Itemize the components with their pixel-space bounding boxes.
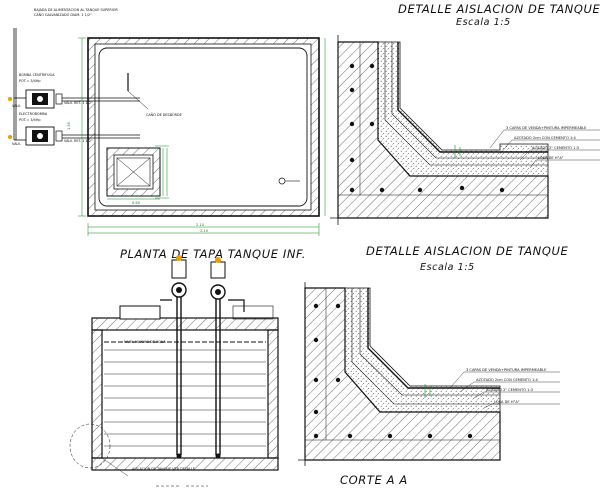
insulation-layer-bottom: [344, 287, 501, 413]
layer-1-label-bottom: 3 CAPAS DE VENDA+PINTURA IMPERMEABLE: [466, 368, 547, 372]
section-pump-heads: [160, 255, 245, 312]
section-top-slab: [91, 317, 279, 331]
check-valve-label-2: VALV. RET. 1 1/2": [64, 139, 93, 143]
dim-plan-width: 2.10: [196, 223, 205, 227]
pump-1-symbol: [8, 89, 55, 109]
float-valve: [127, 73, 300, 185]
supply-pipes: [13, 28, 140, 141]
suction-pipes: [176, 292, 221, 455]
dim-plan-height: 1.50: [67, 121, 71, 130]
pump-2-label: ELECTROBOMBA: [19, 112, 48, 116]
float-label: CAÑO DE DESBORDE: [146, 112, 182, 117]
rebars-bottom: [313, 303, 473, 439]
plan-view: BAJADA DE ALIMENTACION AL TANQUE SUPERIO…: [8, 8, 326, 261]
pipe-note: BAJADA DE ALIMENTACION AL TANQUE SUPERIO…: [34, 8, 118, 12]
water-level-label: NIVEL MAXIMO DE AGUA: [124, 340, 166, 344]
layer-3-label-bottom: ALISADO 2" CEMENTO 1:3: [486, 388, 533, 392]
layer-2-label: AZOTADO 2cm CON CEMENTO 1:4: [514, 136, 576, 140]
insulation-detail-top: DETALLE AISLACION DE TANQUE Escala 1:5: [330, 2, 601, 225]
valve-label-2: VALV.: [12, 142, 21, 146]
valve-label-1: VALV.: [12, 104, 21, 108]
plan-title: PLANTA DE TAPA TANQUE INF.: [120, 247, 306, 261]
detail-top-leaders: [489, 129, 600, 169]
plan-dimensions: [78, 37, 326, 236]
rebars-top: [349, 63, 505, 193]
pipe-note-2: CAÑO GALVANIZADO DIAM. 1 1/2": [34, 12, 92, 17]
dim-hatch-width: 0.60: [132, 201, 141, 205]
section-access-lid: [119, 305, 161, 320]
insulation-detail-bottom: DETALLE AISLACION DE TANQUE Escala 1:5: [298, 244, 569, 487]
section-title: CORTE A A: [340, 473, 408, 487]
pump-1-spec: POT.= 3/4Hp: [19, 79, 41, 83]
layer-3-label: ALISADO 2" CEMENTO 1:3: [532, 146, 579, 150]
layer-1-label: 3 CAPAS DE VENDA+PINTURA IMPERMEABLE: [506, 126, 587, 130]
detail-bottom-title: DETALLE AISLACION DE TANQUE: [366, 244, 569, 258]
insulation-callout: [69, 423, 111, 469]
section-bottom-slab: [91, 457, 279, 471]
dim-plan-overall: 2.10: [200, 229, 209, 233]
pump-1-label: BOMBA CENTRIFUGA: [19, 73, 55, 77]
layer-4-label-bottom: LOSA DE H°A°: [494, 400, 520, 404]
check-valves: [55, 93, 63, 142]
pump-2-symbol: [8, 126, 55, 146]
insulation-note: AISLACION DE TANQUE VER DETALLE: [132, 467, 195, 471]
layer-2-label-bottom: AZOTADO 2cm CON CEMENTO 1:4: [476, 378, 538, 382]
detail-bottom-scale: Escala 1:5: [420, 262, 475, 273]
hatch-dimensions: [107, 145, 169, 200]
detail-top-scale: Escala 1:5: [456, 17, 511, 28]
detail-bottom-leaders: [449, 371, 560, 409]
detail-top-title: DETALLE AISLACION DE TANQUE: [398, 2, 601, 16]
pump-2-spec: POT.= 3/4Hp: [19, 118, 41, 122]
tank-section: AISLACION DE TANQUE VER DETALLE NIVEL MA…: [69, 255, 279, 487]
layer-4-label: LOSA DE H°A°: [538, 156, 564, 160]
insulation-layer-top: [377, 41, 549, 177]
water-fill-lines: [104, 349, 266, 447]
check-valve-label-1: VALV. RET. 1 1/2": [64, 101, 93, 105]
